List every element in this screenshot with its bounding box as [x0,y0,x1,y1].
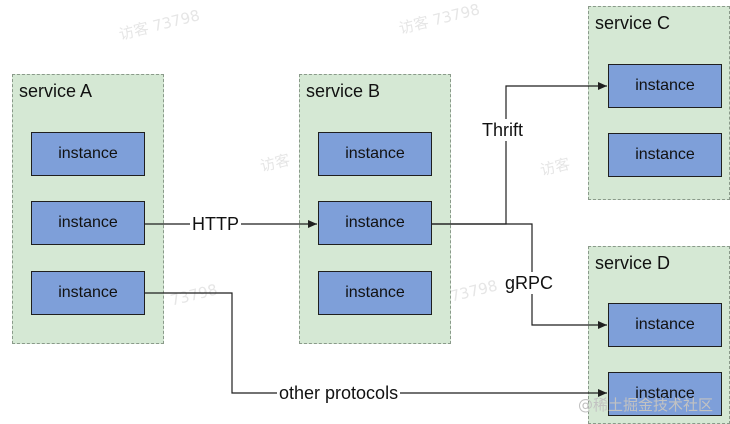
service-d-instance-1: instance [608,303,722,347]
watermark: 73798 [168,280,220,310]
service-c-instance-2: instance [608,133,722,177]
thrift-connector [432,82,607,225]
platform-watermark: @稀土掘金技术社区 [578,396,714,414]
watermark: 访客 73798 [397,0,482,38]
service-a-instance-2: instance [31,201,145,245]
service-c-label: service C [595,13,671,33]
watermark: 73798 [448,276,500,306]
service-a-instance-3: instance [31,271,145,315]
service-b-instance-1: instance [318,132,432,176]
http-label: HTTP [190,213,241,235]
service-b-label: service B [306,81,381,101]
watermark: 访客 73798 [117,6,202,44]
service-d-label: service D [595,253,671,273]
service-b-instance-3: instance [318,271,432,315]
other-protocols-label: other protocols [277,382,401,404]
service-a-instance-1: instance [31,132,145,176]
thrift-label: Thrift [480,119,526,141]
service-c-instance-1: instance [608,64,722,108]
watermark: 访客 [258,150,292,176]
service-d-instance-2: instance [608,372,722,416]
service-b-instance-2: instance [318,201,432,245]
watermark: 访客 [538,154,572,180]
grpc-label: gRPC [503,272,556,294]
service-a-label: service A [19,81,93,101]
